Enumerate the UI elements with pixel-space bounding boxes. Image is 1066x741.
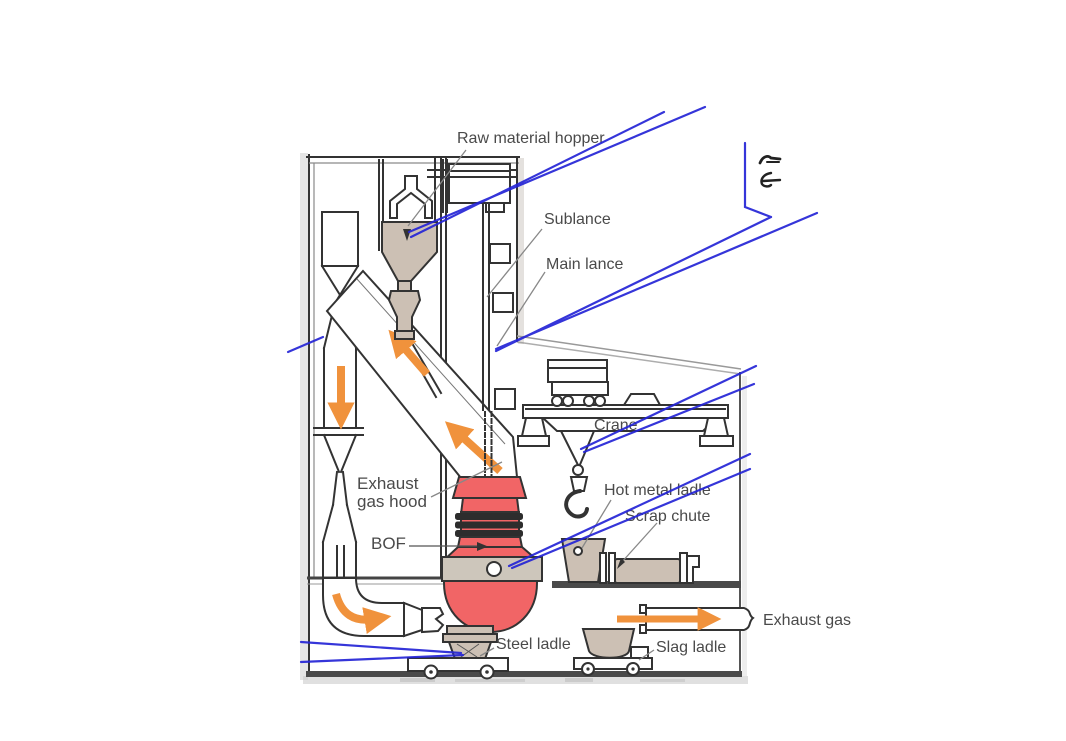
duct-up-arrow-1 <box>388 329 431 377</box>
duct-nozzle <box>403 601 423 638</box>
leader-sublance <box>486 228 543 298</box>
slag-car <box>573 657 653 670</box>
lance-rails <box>482 204 516 411</box>
duct-broken-end <box>421 607 445 634</box>
annotation-line-hopper-2 <box>409 110 666 239</box>
leader-slag-ladle <box>638 649 655 661</box>
label-slag-ladle: Slag ladle <box>656 639 726 656</box>
annotation-line-lance-2 <box>494 215 773 353</box>
annotation-stray-segment <box>286 335 325 354</box>
annotation-polyline <box>743 141 773 219</box>
lance-bracket-2 <box>494 388 516 410</box>
hot-metal-ladle <box>560 538 607 583</box>
leader-steel-ladle <box>479 647 495 657</box>
label-exhaust-gas: Exhaust gas <box>763 612 851 629</box>
handwriting-fragments <box>758 155 782 188</box>
label-hot-metal-ladle: Hot metal ladle <box>604 482 711 499</box>
hoist-pulley <box>572 464 584 476</box>
annotation-line-trunnion-2 <box>510 467 752 570</box>
label-raw-material-hopper: Raw material hopper <box>457 130 605 147</box>
leader-main-lance <box>496 271 546 347</box>
annotation-line-hook-2 <box>582 382 756 454</box>
annex-roof-line <box>516 335 742 370</box>
hopper-y-support <box>389 175 433 219</box>
annotation-line-lance-1 <box>494 211 819 351</box>
annotation-line-steel-ladle-2 <box>299 653 465 664</box>
label-exhaust-gas-hood-line2: gas hood <box>357 492 427 511</box>
annotation-line-steel-ladle-1 <box>299 640 463 655</box>
label-sublance: Sublance <box>544 211 611 228</box>
elbow-duct <box>322 577 445 638</box>
blue-annotation-lines <box>286 105 819 664</box>
label-leaders <box>403 149 658 661</box>
hoist-sheave-plate <box>559 430 596 470</box>
label-exhaust-gas-hood-line1: Exhaust <box>357 474 419 493</box>
leader-hot-metal-ladle <box>581 499 612 549</box>
annotation-line-trunnion-1 <box>507 452 752 568</box>
label-main-lance: Main lance <box>546 256 623 273</box>
charging-platform <box>552 581 741 588</box>
winch-box <box>448 163 511 204</box>
venturi-scrubber-tower <box>313 211 364 578</box>
scrap-chute <box>614 558 681 584</box>
crane-hook <box>564 489 589 519</box>
vessel-neck-rings <box>455 513 523 520</box>
diagram-labels: Raw material hopper Sublance Main lance … <box>357 130 851 656</box>
leader-exhaust-gas-hood <box>430 461 503 498</box>
sublance-carriage <box>489 243 511 264</box>
label-crane: Crane <box>594 417 638 434</box>
annex-equipment <box>407 538 700 680</box>
hood-skirt <box>451 476 528 499</box>
leader-raw-material-hopper <box>407 149 467 227</box>
label-steel-ladle: Steel ladle <box>496 636 571 653</box>
slag-ladle <box>581 628 636 659</box>
crane-cab <box>622 393 662 406</box>
crane-trolley <box>547 359 608 383</box>
trunnion-pin <box>486 561 502 577</box>
gas-flow-curved-arrow <box>332 592 392 634</box>
lance-bracket-1 <box>492 292 514 313</box>
annotation-line-hopper-1 <box>407 105 707 234</box>
bof-vessel <box>441 476 543 634</box>
annotation-line-hook-1 <box>579 364 758 451</box>
duct-up-arrow-2 <box>444 421 503 474</box>
overhead-crane <box>517 359 734 519</box>
ground-line <box>306 671 742 677</box>
label-bof: BOF <box>371 534 406 553</box>
leader-scrap-chute <box>620 522 658 564</box>
exhaust-gas-outlet <box>617 604 755 634</box>
scan-shadow <box>300 153 748 684</box>
